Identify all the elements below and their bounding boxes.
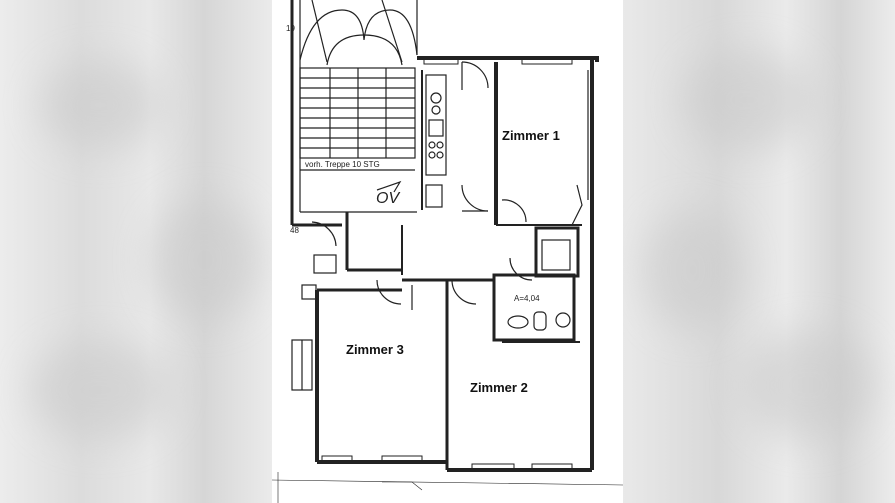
- edge-mark-left: 48: [290, 226, 299, 235]
- stair-mark: OV: [376, 190, 400, 207]
- floor-plan: 19 48 vorh. Treppe 10 STG OV A=4,04 Zimm…: [272, 0, 623, 503]
- stair-label: vorh. Treppe 10 STG: [305, 160, 380, 169]
- bathroom-shower: [555, 312, 571, 328]
- edge-mark-top: 19: [286, 24, 295, 33]
- blurred-background-left: [0, 0, 272, 503]
- exterior-wall-left-top: [290, 0, 342, 227]
- room-label-zimmer-3: Zimmer 3: [346, 342, 404, 357]
- bathroom: [492, 273, 576, 342]
- stair-arches: [299, 9, 418, 61]
- meter-box: [313, 254, 337, 274]
- room-label-zimmer-2: Zimmer 2: [470, 380, 528, 395]
- room-label-zimmer-1: Zimmer 1: [502, 128, 560, 143]
- kitchen-counter: [425, 74, 447, 176]
- window-top-room1: [521, 57, 573, 65]
- floor-plan-drawing: [272, 0, 623, 503]
- bathroom-toilet: [533, 311, 547, 331]
- stair-arch-inner: [326, 34, 403, 66]
- window-top-kitchen: [423, 57, 459, 65]
- blurred-background-right: [623, 0, 895, 503]
- bathroom-sink: [507, 315, 529, 329]
- bathroom-area-label: A=4,04: [514, 294, 540, 303]
